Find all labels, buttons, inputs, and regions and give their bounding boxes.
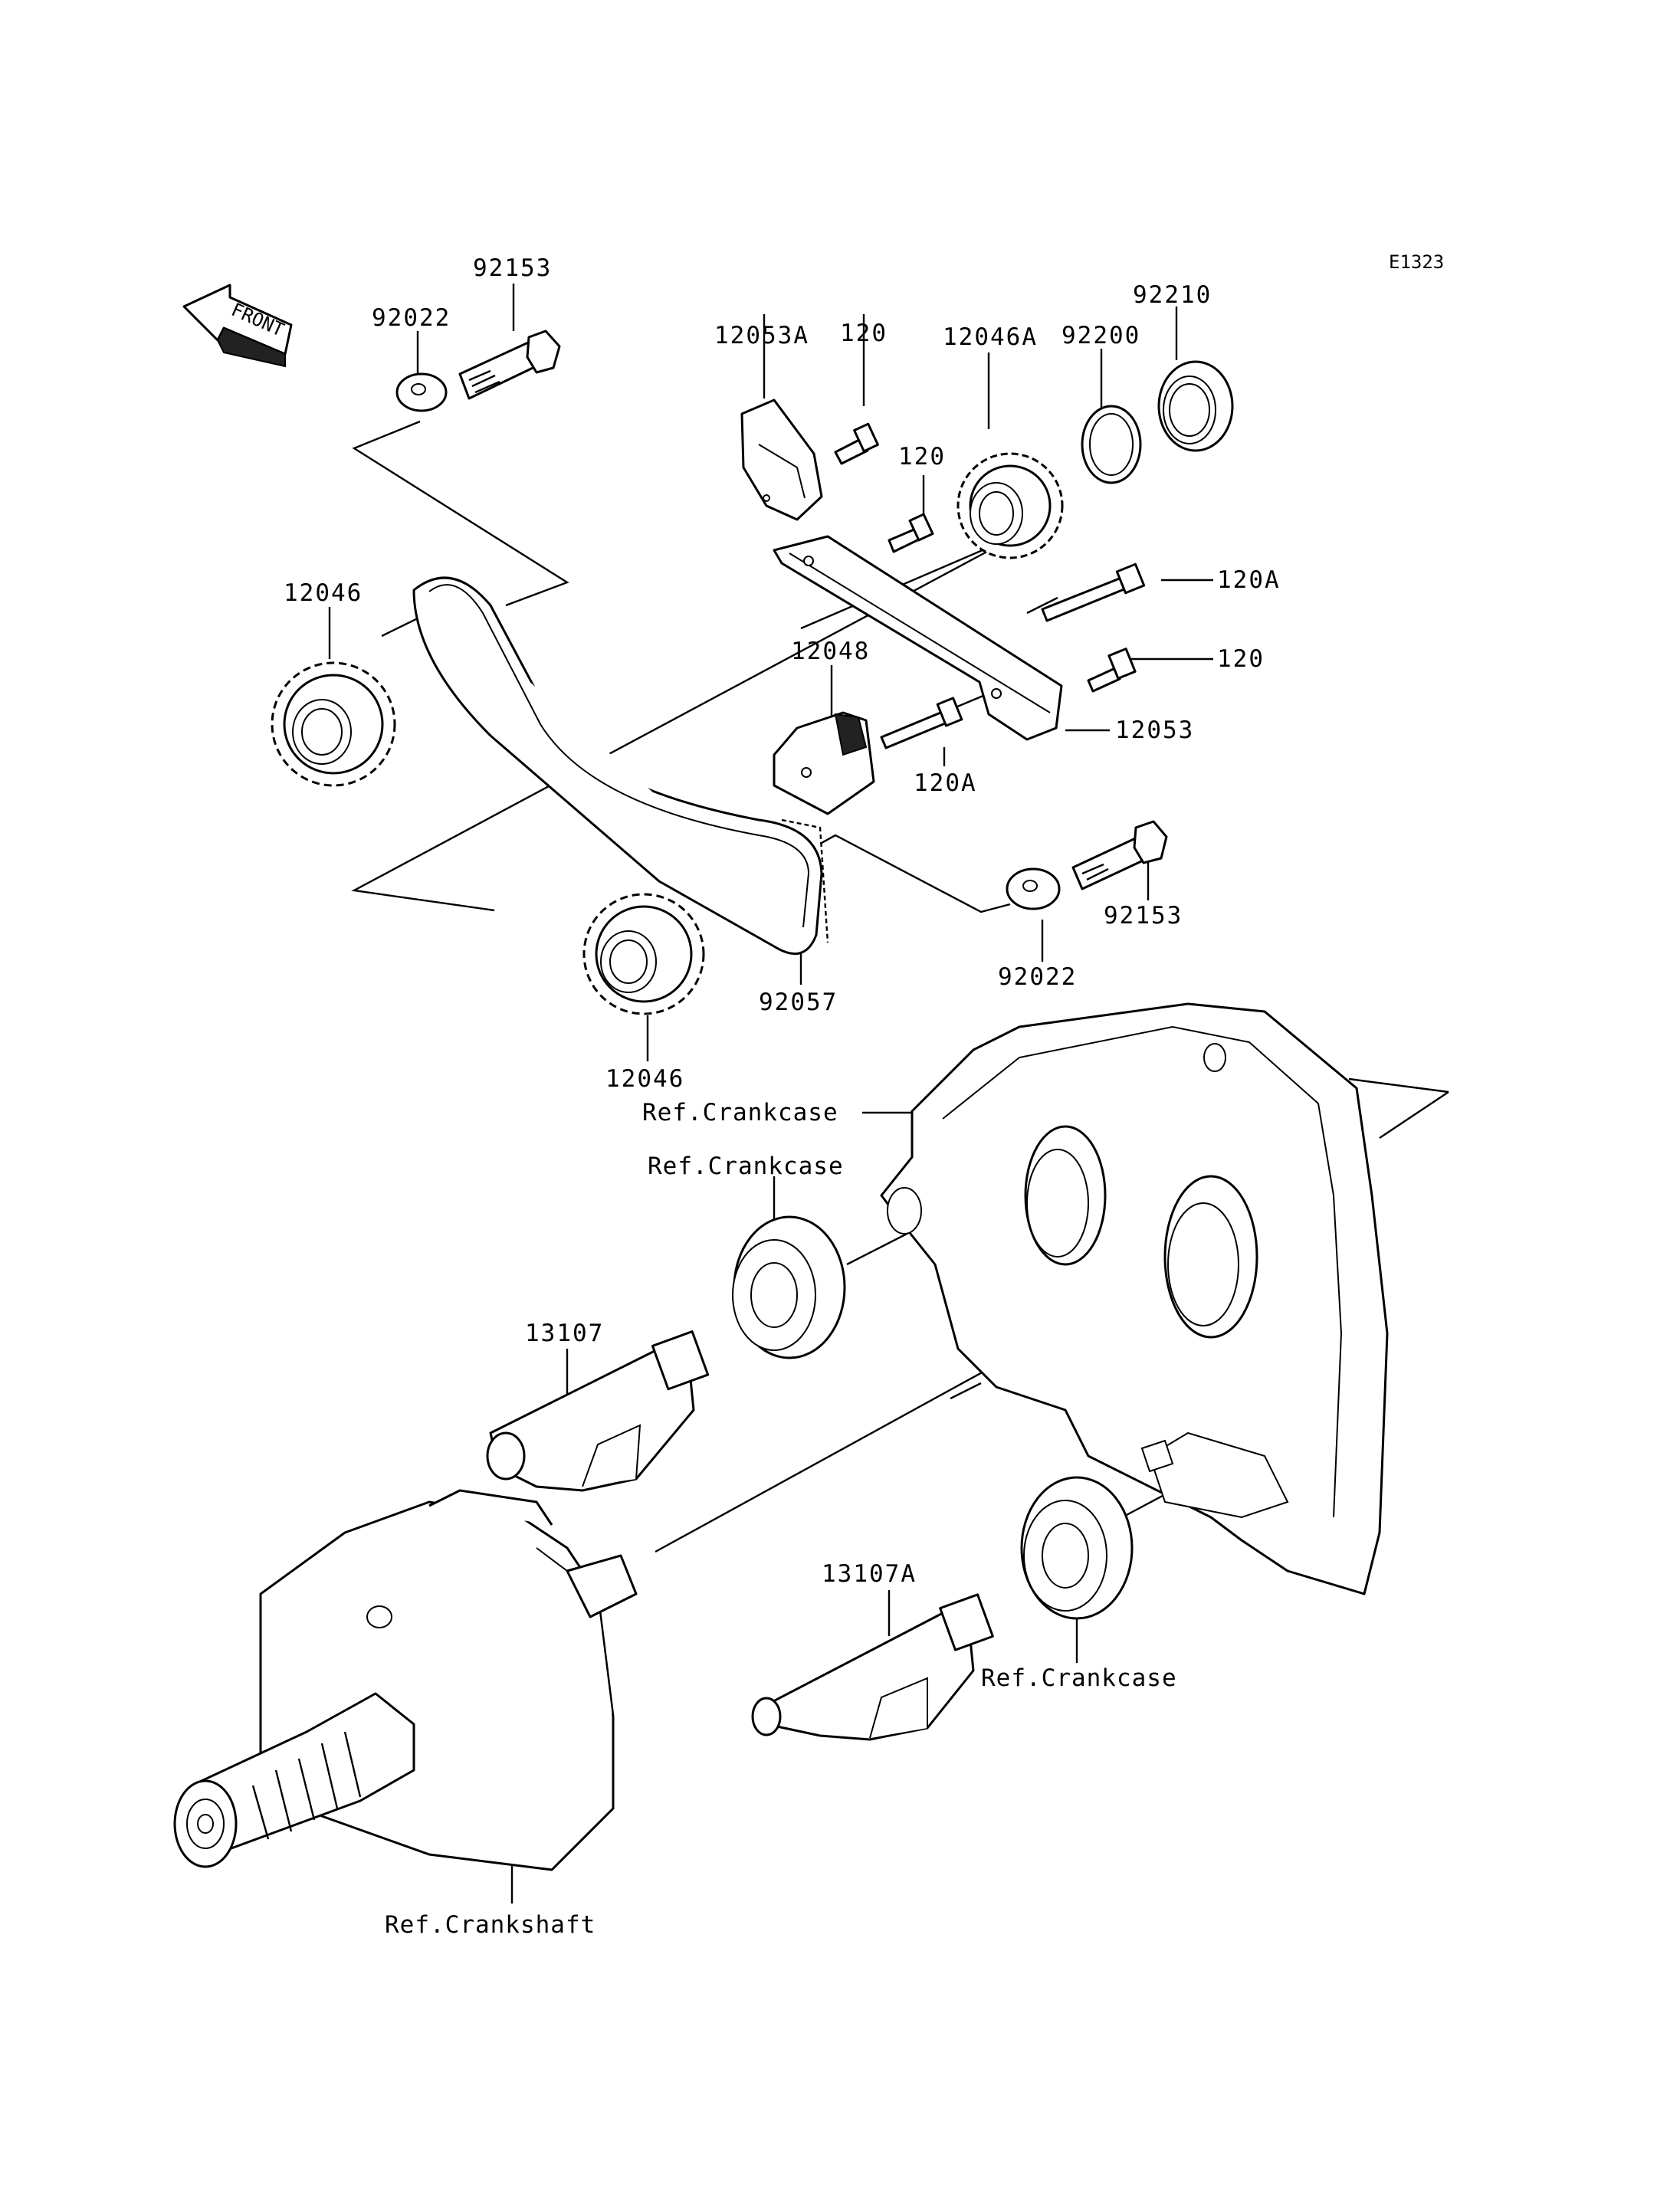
ref-crankshaft: Ref.Crankshaft xyxy=(385,1911,596,1939)
washer-92022-top xyxy=(395,372,448,412)
bolt-92153-bottom xyxy=(1071,820,1168,890)
sprocket-12046-top xyxy=(271,661,396,787)
sprocket-12046A xyxy=(956,452,1064,559)
tensioner-12048 xyxy=(773,711,875,815)
crankshaft xyxy=(173,1489,638,1871)
label-120-c: 120 xyxy=(1217,645,1265,673)
label-12048: 12048 xyxy=(791,638,870,665)
ref-crankcase-2: Ref.Crankcase xyxy=(648,1153,844,1180)
washer-92022-bottom xyxy=(1006,867,1061,910)
label-12046A: 12046A xyxy=(943,323,1038,351)
reference-labels: Ref.Crankcase Ref.Crankcase Ref.Crankcas… xyxy=(385,1099,1177,1939)
label-92022-bottom: 92022 xyxy=(998,963,1077,991)
label-12053: 12053 xyxy=(1115,716,1194,744)
label-120A-b: 120A xyxy=(914,769,977,797)
bolt-120A-a xyxy=(1041,562,1146,622)
chain-guide-12053 xyxy=(773,535,1063,741)
label-120-b: 120 xyxy=(898,443,946,471)
part-labels: 92153 92022 12053A 120 12046A 92200 9221… xyxy=(284,254,1281,1588)
label-92210: 92210 xyxy=(1133,281,1212,309)
shaft-13107A xyxy=(751,1593,994,1741)
label-120A-a: 120A xyxy=(1217,566,1281,594)
label-92057: 92057 xyxy=(759,989,838,1016)
bolt-120-c xyxy=(1087,648,1137,693)
label-92153-top: 92153 xyxy=(473,254,552,282)
label-92200: 92200 xyxy=(1061,322,1140,349)
crankcase xyxy=(880,1002,1389,1595)
chain-guide-12053A xyxy=(740,398,823,521)
shaft-13107 xyxy=(486,1330,710,1492)
label-92022-top: 92022 xyxy=(372,304,451,332)
bolt-120-a xyxy=(834,422,879,465)
bearing-lower xyxy=(1020,1476,1134,1620)
label-12053A: 12053A xyxy=(714,322,809,349)
diagram-code: E1323 xyxy=(1389,251,1444,273)
label-12046-top: 12046 xyxy=(284,579,363,607)
chain-92057 xyxy=(412,576,829,955)
nut-92210 xyxy=(1157,360,1234,452)
ref-crankcase-1: Ref.Crankcase xyxy=(642,1099,838,1126)
bolt-92153-top xyxy=(458,330,561,400)
front-arrow-icon: FRONT xyxy=(182,284,293,368)
bolt-120-b xyxy=(888,513,934,553)
label-13107A: 13107A xyxy=(822,1560,917,1588)
label-13107: 13107 xyxy=(525,1320,604,1347)
label-120-a: 120 xyxy=(840,320,888,347)
bearing-upper xyxy=(732,1215,846,1359)
sprocket-12046-bottom xyxy=(582,893,705,1015)
washer-92200 xyxy=(1081,405,1142,484)
label-92153-bottom: 92153 xyxy=(1104,902,1183,930)
bolt-120A-b xyxy=(880,697,963,749)
label-12046-bottom: 12046 xyxy=(605,1065,684,1093)
ref-crankcase-3: Ref.Crankcase xyxy=(981,1664,1177,1692)
